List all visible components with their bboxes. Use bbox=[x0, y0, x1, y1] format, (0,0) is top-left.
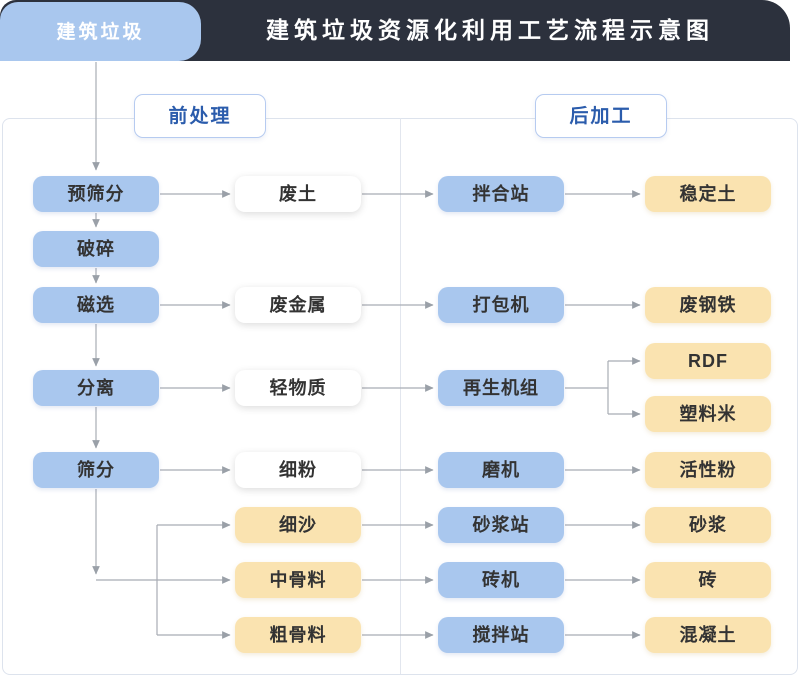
section-divider bbox=[400, 118, 401, 674]
node-medium-aggregate: 中骨料 bbox=[235, 562, 361, 598]
node-brick: 砖 bbox=[645, 562, 771, 598]
node-concrete-plant: 搅拌站 bbox=[438, 617, 564, 653]
node-coarse-aggregate: 粗骨料 bbox=[235, 617, 361, 653]
page-title: 建筑垃圾资源化利用工艺流程示意图 bbox=[266, 17, 714, 43]
node-magnetic-separation: 磁选 bbox=[33, 287, 159, 323]
node-concrete: 混凝土 bbox=[645, 617, 771, 653]
node-mixing-plant: 拌合站 bbox=[438, 176, 564, 212]
node-regeneration-unit: 再生机组 bbox=[438, 370, 564, 406]
node-active-powder: 活性粉 bbox=[645, 452, 771, 488]
node-fine-powder: 细粉 bbox=[235, 452, 361, 488]
node-waste-soil: 废土 bbox=[235, 176, 361, 212]
node-rdf: RDF bbox=[645, 343, 771, 379]
node-pre-screening: 预筛分 bbox=[33, 176, 159, 212]
node-brick-machine: 砖机 bbox=[438, 562, 564, 598]
node-plastic-pellets: 塑料米 bbox=[645, 396, 771, 432]
node-screening: 筛分 bbox=[33, 452, 159, 488]
node-mortar: 砂浆 bbox=[645, 507, 771, 543]
node-waste-metal: 废金属 bbox=[235, 287, 361, 323]
node-waste-steel: 废钢铁 bbox=[645, 287, 771, 323]
node-crushing: 破碎 bbox=[33, 231, 159, 267]
node-mill: 磨机 bbox=[438, 452, 564, 488]
section-badge-pre-processing: 前处理 bbox=[134, 94, 266, 138]
node-light-material: 轻物质 bbox=[235, 370, 361, 406]
node-separation: 分离 bbox=[33, 370, 159, 406]
source-tab: 建筑垃圾 bbox=[0, 2, 201, 61]
node-mortar-plant: 砂浆站 bbox=[438, 507, 564, 543]
node-stabilized-soil: 稳定土 bbox=[645, 176, 771, 212]
node-baler: 打包机 bbox=[438, 287, 564, 323]
header-bar: 建筑垃圾资源化利用工艺流程示意图 bbox=[0, 0, 790, 61]
node-fine-sand: 细沙 bbox=[235, 507, 361, 543]
section-badge-post-processing: 后加工 bbox=[535, 94, 667, 138]
